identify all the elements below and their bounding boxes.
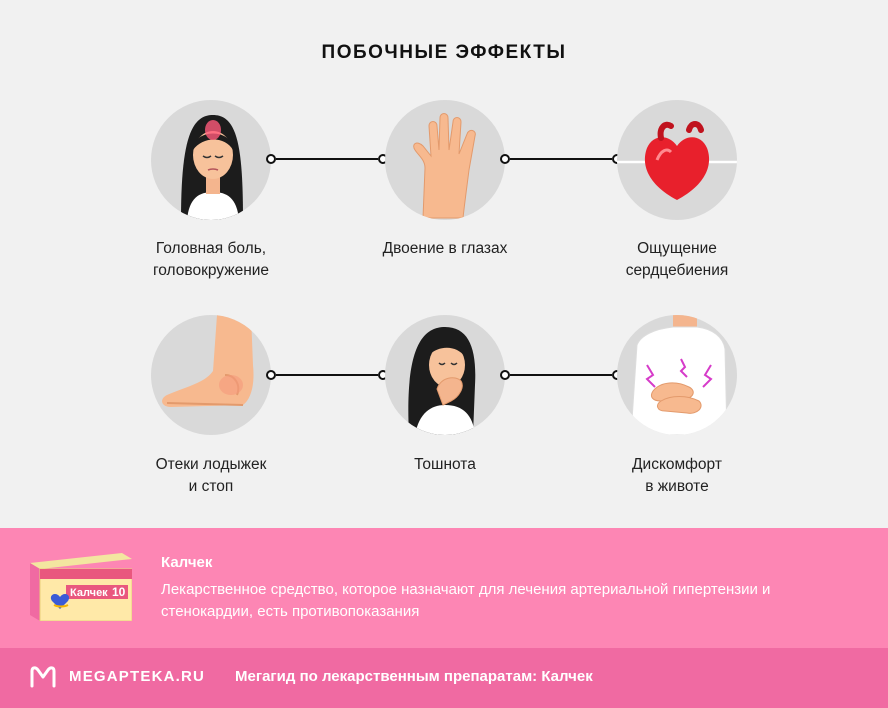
drug-name[interactable]: Калчек bbox=[161, 554, 213, 571]
heart-ecg-icon bbox=[617, 100, 737, 220]
connector-dot bbox=[266, 370, 276, 380]
raised-hand-icon bbox=[385, 100, 505, 220]
connector-line bbox=[510, 374, 612, 376]
effect-label-double-vision: Двоение в глазах bbox=[382, 240, 508, 257]
drug-description: Лекарственное средство, которое назначаю… bbox=[161, 581, 771, 620]
drug-promo-banner[interactable]: Калчек 10 Калчек Лекарственное средство,… bbox=[0, 528, 888, 648]
drug-package-image: Калчек 10 bbox=[30, 553, 133, 622]
footer-logo-text[interactable]: MEGAPTEKA.RU bbox=[69, 668, 206, 685]
footer-bar: MEGAPTEKA.RU Мегагид по лекарственным пр… bbox=[0, 648, 888, 708]
connector-line bbox=[276, 158, 378, 160]
effect-label-headache: Головная боль,головокружение bbox=[152, 240, 270, 279]
connector-line bbox=[510, 158, 612, 160]
pack-dose: 10 bbox=[112, 585, 126, 599]
nausea-woman-icon bbox=[385, 315, 505, 435]
headache-woman-icon bbox=[151, 100, 271, 220]
connector-dot bbox=[500, 370, 510, 380]
connector-line bbox=[276, 374, 378, 376]
pack-name: Калчек bbox=[70, 587, 108, 599]
footer-guide-text[interactable]: Мегагид по лекарственным препаратам: Кал… bbox=[235, 668, 593, 685]
stomach-pain-icon bbox=[617, 315, 737, 435]
effect-label-nausea: Тошнота bbox=[414, 456, 476, 473]
swollen-foot-icon bbox=[151, 315, 271, 435]
page-title: ПОБОЧНЫЕ ЭФФЕКТЫ bbox=[321, 42, 567, 63]
megapteka-logo-icon[interactable] bbox=[30, 666, 56, 688]
connector-dot bbox=[266, 154, 276, 164]
connector-dot bbox=[500, 154, 510, 164]
